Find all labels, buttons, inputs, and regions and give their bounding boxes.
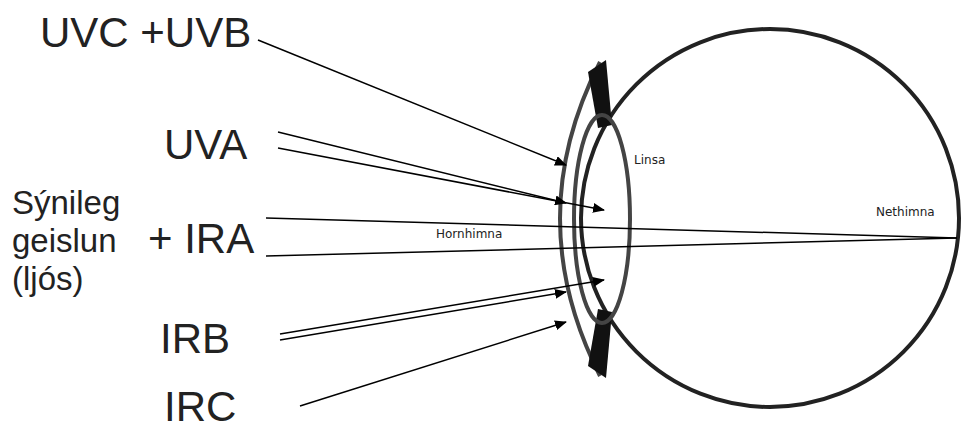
radiation-label: + IRA [148,218,254,260]
part-label: Linsa [634,154,665,166]
radiation-label: UVC +UVB [40,12,251,54]
ray-line [266,238,957,256]
ray-arrow [278,148,604,210]
radiation-label: IRC [164,386,236,428]
cornea [560,62,600,376]
lens [574,115,630,323]
part-label: Nethimna [876,206,935,218]
radiation-label: Sýnileg geislun (ljós) [12,184,142,298]
eyeball [581,29,959,407]
ray-arrow [258,40,566,165]
ray-arrow [300,322,566,406]
part-label: Hornhimna [436,228,502,240]
ray-line [266,218,957,238]
ray-arrow [280,292,566,340]
ray-arrow [278,132,566,203]
radiation-label: IRB [160,318,230,360]
radiation-label: UVA [164,124,247,166]
